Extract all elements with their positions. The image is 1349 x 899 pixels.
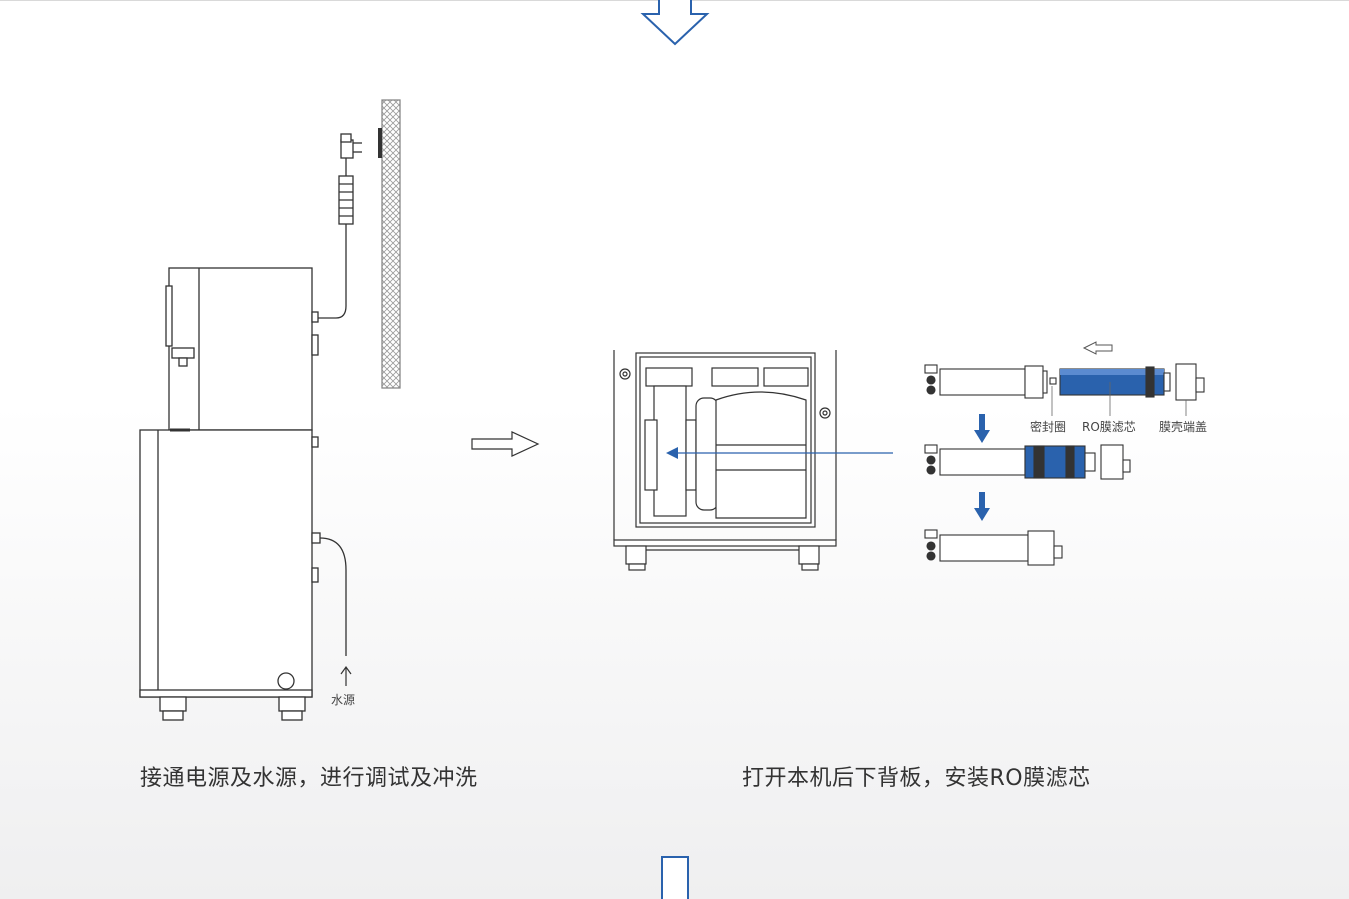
cabinet-rear-view xyxy=(613,350,837,571)
ro-filter-label: RO膜滤芯 xyxy=(1082,420,1136,434)
leader-lines xyxy=(1051,382,1187,416)
arrow-down-outline-icon xyxy=(640,0,710,46)
dispenser-side-view xyxy=(139,99,401,721)
wall xyxy=(381,99,401,389)
arrow-left-indicator-icon xyxy=(666,447,893,459)
ro-assembly-step-2 xyxy=(924,444,1131,480)
arrow-down-outline-icon xyxy=(661,856,689,899)
housing-cap-label: 膜壳端盖 xyxy=(1159,420,1207,434)
arrow-up-icon xyxy=(340,665,352,686)
ro-assembly-step-3 xyxy=(924,529,1063,566)
arrow-right-outline-icon xyxy=(471,431,540,457)
ro-assembly-step-1 xyxy=(924,363,1205,401)
arrow-left-outline-icon xyxy=(1082,341,1113,355)
step-right-caption: 打开本机后下背板，安装RO膜滤芯 xyxy=(742,766,1091,791)
water-source-label: 水源 xyxy=(331,693,355,707)
arrow-down-solid-icon xyxy=(974,414,990,443)
seal-ring-label: 密封圈 xyxy=(1030,419,1066,434)
step-left-caption: 接通电源及水源，进行调试及冲洗 xyxy=(140,766,478,791)
arrow-down-solid-icon xyxy=(974,492,990,521)
